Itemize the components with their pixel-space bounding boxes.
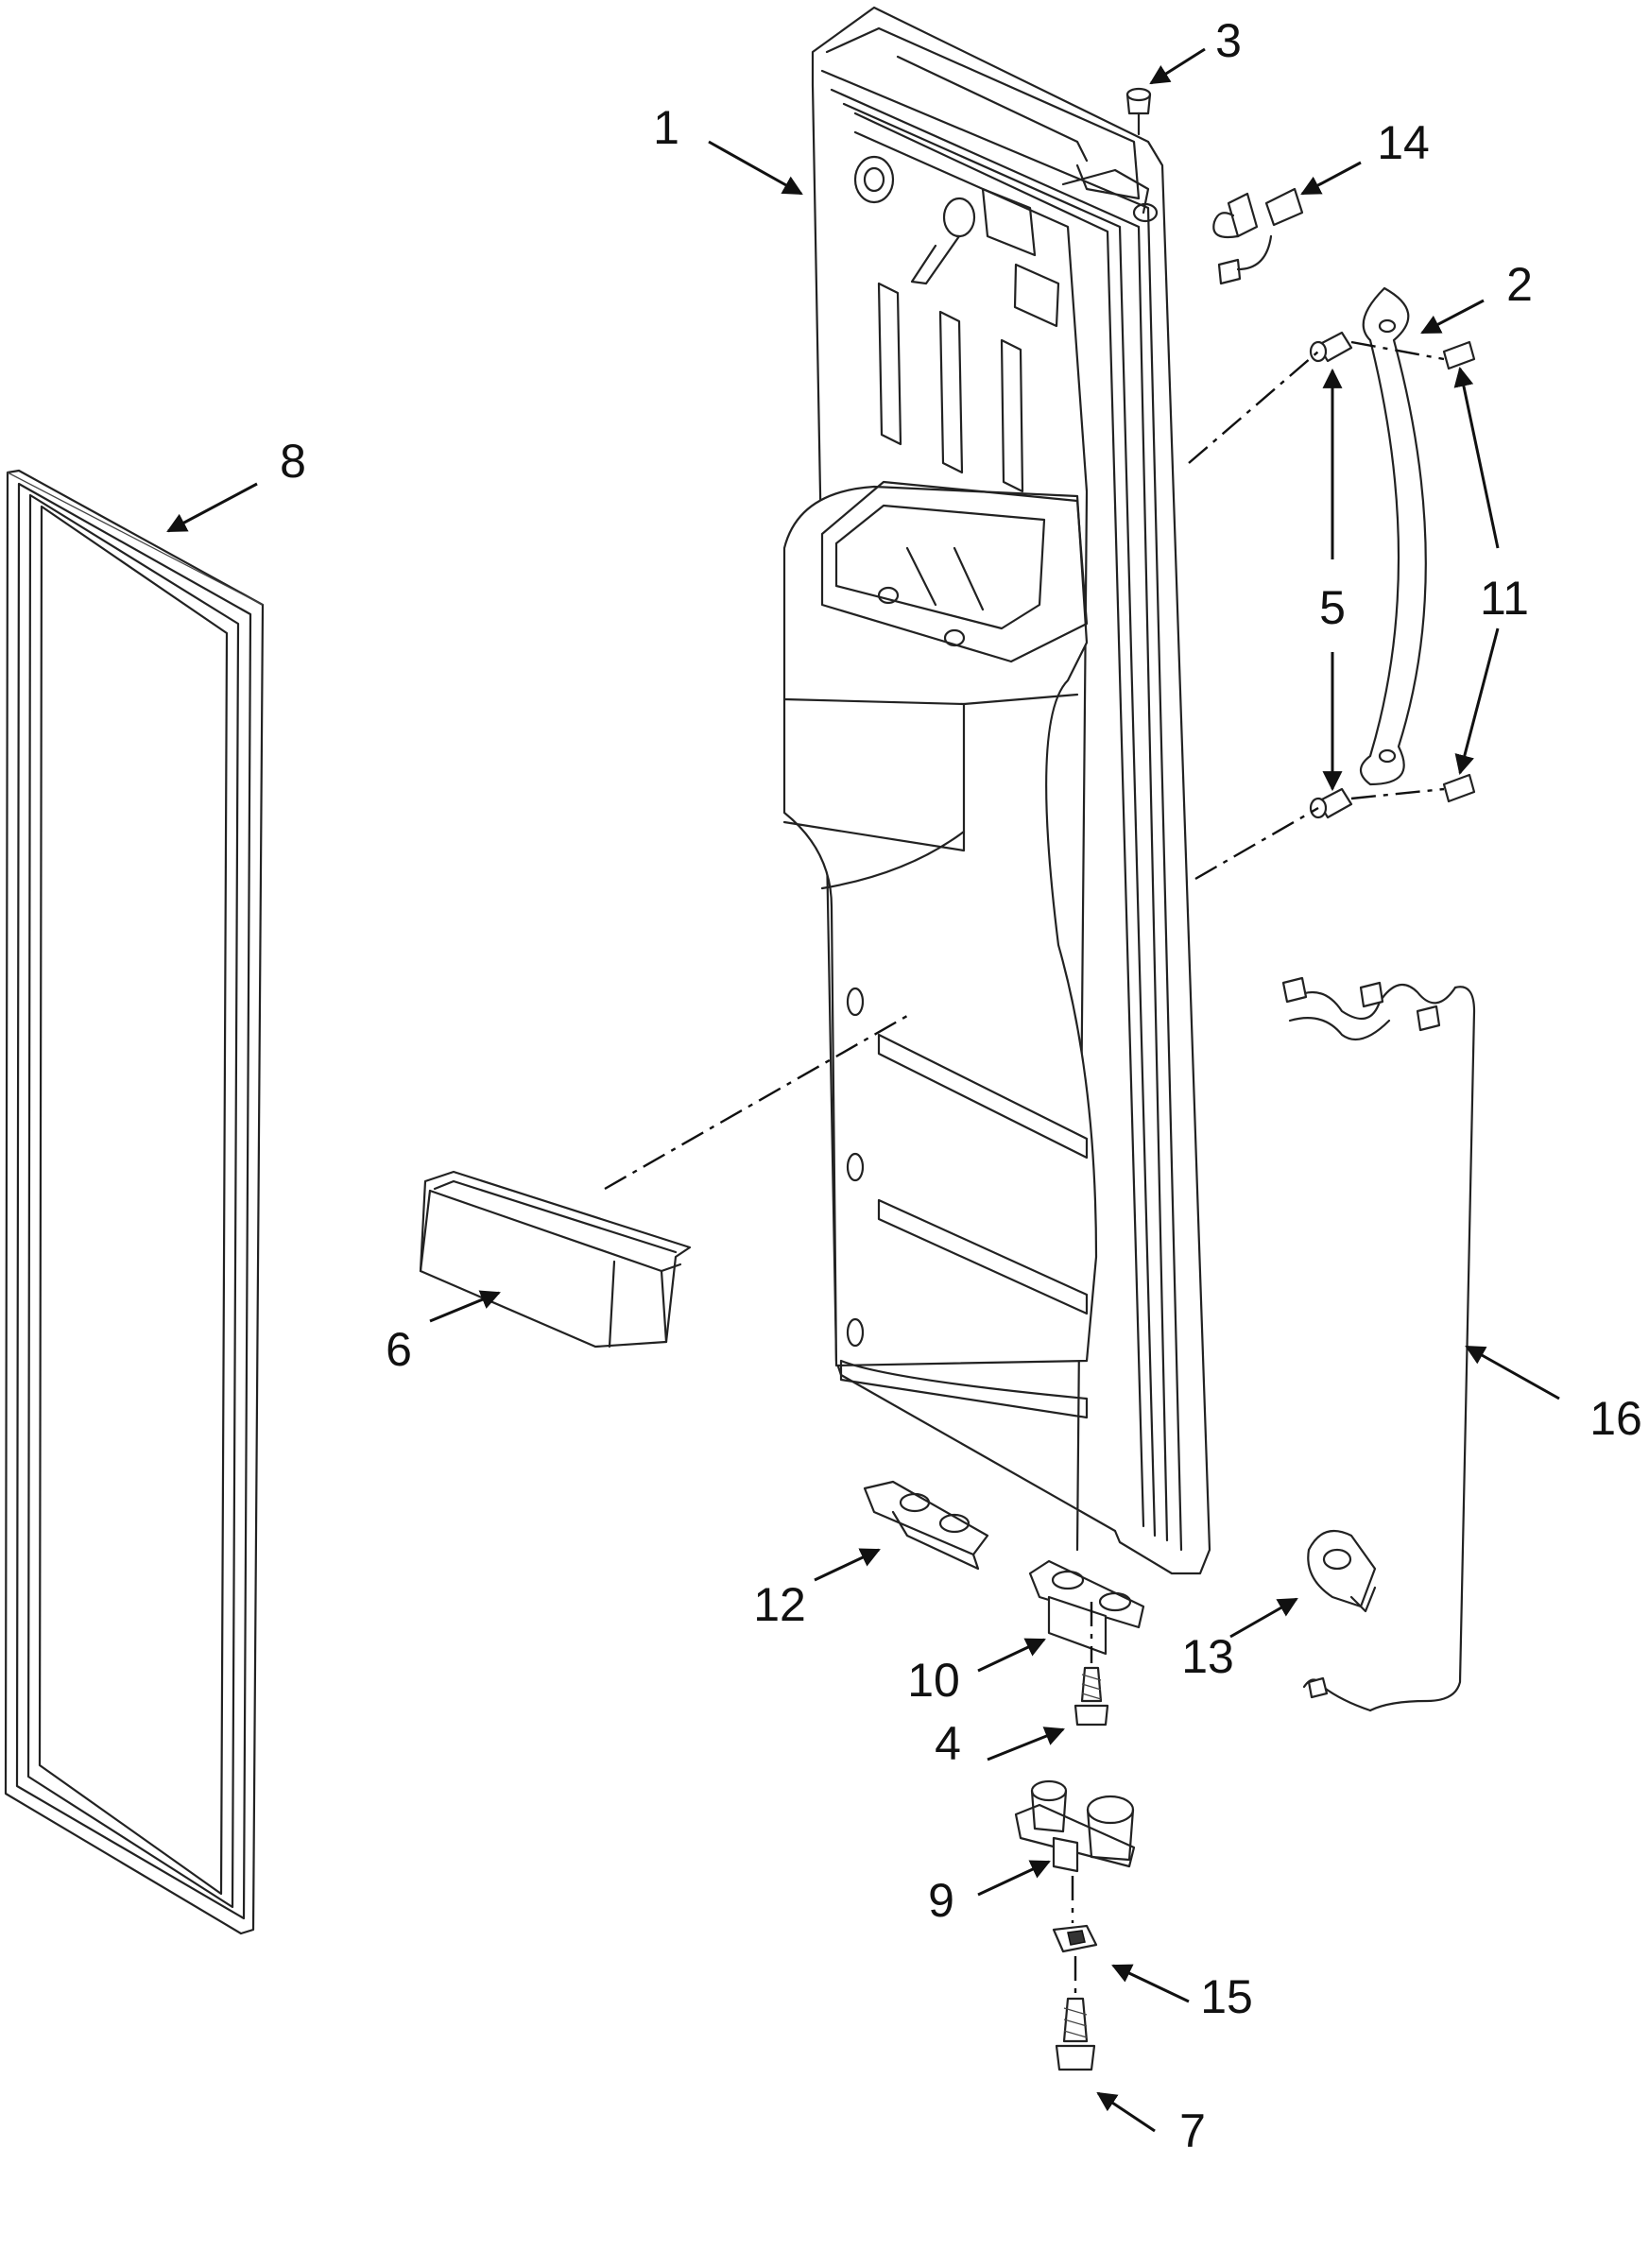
callout-15: 15 — [1200, 1970, 1253, 2023]
callout-5: 5 — [1319, 581, 1346, 634]
callout-3: 3 — [1215, 14, 1242, 67]
callout-6: 6 — [386, 1323, 412, 1376]
callout-labels: 1 2 3 4 5 6 7 8 9 10 11 12 13 14 15 16 — [280, 14, 1642, 2157]
door-gasket-part — [4, 469, 265, 1935]
screw-upper-part — [1074, 1666, 1109, 1727]
wire-harness-part — [1281, 976, 1476, 1712]
hinge-bracket-lower-part — [1028, 1559, 1145, 1663]
spacer-part — [1052, 1924, 1098, 1994]
callout-13: 13 — [1181, 1630, 1234, 1683]
plug-part — [1125, 87, 1152, 136]
freezer-door-part — [782, 6, 1211, 1575]
wire-harness-small-part — [1212, 187, 1304, 285]
door-bin-part — [419, 1170, 692, 1349]
assembly-lines — [604, 340, 1445, 1191]
callout-4: 4 — [935, 1717, 961, 1770]
callout-1: 1 — [653, 101, 679, 154]
set-screw-part — [1442, 340, 1476, 803]
callout-14: 14 — [1377, 116, 1430, 169]
callout-9: 9 — [928, 1874, 954, 1927]
door-handle-part — [1359, 286, 1427, 786]
callout-7: 7 — [1179, 2105, 1206, 2157]
screw-lower-part — [1055, 1997, 1096, 2071]
hinge-pin-part — [1014, 1779, 1136, 1923]
callout-12: 12 — [753, 1578, 806, 1631]
hinge-cover-part — [1307, 1529, 1377, 1613]
callout-11: 11 — [1480, 572, 1529, 625]
hinge-bracket-part — [863, 1480, 989, 1571]
leader-arrows — [166, 47, 1560, 2133]
callout-16: 16 — [1589, 1392, 1642, 1445]
callout-8: 8 — [280, 435, 306, 488]
callout-2: 2 — [1506, 258, 1533, 311]
callout-10: 10 — [907, 1654, 960, 1707]
